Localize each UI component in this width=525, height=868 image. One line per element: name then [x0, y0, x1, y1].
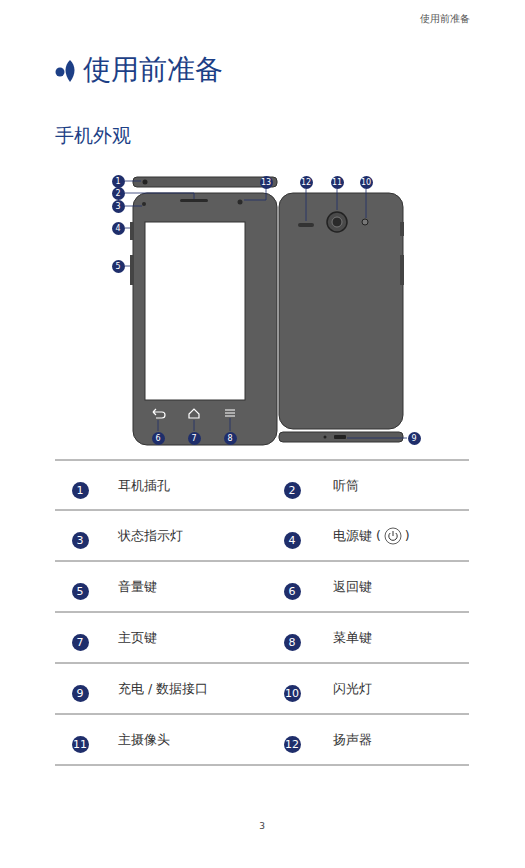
callout-number: 11	[331, 176, 344, 189]
leader-lines	[125, 181, 407, 438]
table-number: 7	[72, 634, 89, 651]
phone-bottom-view	[279, 432, 403, 442]
side-key	[400, 222, 404, 236]
flash	[362, 219, 368, 225]
microphone	[324, 436, 327, 439]
table-rules	[55, 460, 469, 765]
callout-number: 1	[112, 175, 125, 188]
usb-port	[334, 435, 346, 439]
table-number: 4	[284, 532, 301, 549]
table-cell: 状态指示灯	[118, 528, 183, 543]
status-light	[142, 202, 146, 206]
phone-front	[133, 193, 277, 445]
side-key	[400, 255, 404, 285]
page-title: 使用前准备	[83, 53, 223, 87]
main-camera	[327, 212, 347, 232]
earpiece	[180, 199, 208, 202]
title-icon	[66, 60, 75, 82]
table-number: 8	[284, 634, 301, 651]
table-cell: )	[405, 528, 410, 543]
callout-number: 7	[188, 432, 201, 445]
callout-number: 3	[112, 200, 125, 213]
callout-number: 6	[152, 432, 165, 445]
table-cell: 主页键	[118, 630, 157, 645]
table-number: 5	[72, 583, 89, 600]
table-number: 9	[72, 685, 89, 702]
callout-number: 2	[112, 187, 125, 200]
main-camera-lens	[332, 217, 342, 227]
callout-number: 8	[224, 432, 237, 445]
table-number: 2	[284, 482, 301, 499]
page-number: 3	[259, 821, 265, 832]
table-number: 11	[72, 736, 89, 753]
callout-number: 10	[360, 176, 373, 189]
front-camera	[238, 200, 243, 205]
table-cell: 闪光灯	[333, 681, 372, 696]
speaker	[298, 223, 314, 227]
phone-back	[279, 193, 403, 429]
table-cell: 听筒	[333, 478, 359, 493]
title-icon	[56, 68, 65, 77]
home-key	[189, 409, 199, 418]
table-cell: 菜单键	[333, 630, 372, 645]
callout-number: 13	[260, 176, 273, 189]
table-number: 3	[72, 532, 89, 549]
callout-number: 12	[300, 176, 313, 189]
table-number: 10	[284, 685, 301, 702]
power-icon	[384, 527, 402, 545]
table-cell: 扬声器	[333, 732, 372, 747]
table-number: 12	[284, 736, 301, 753]
table-number: 6	[284, 583, 301, 600]
table-cell: 充电 / 数据接口	[118, 681, 208, 696]
back-key	[153, 409, 165, 418]
running-header: 使用前准备	[420, 13, 470, 25]
table-cell: 耳机插孔	[118, 478, 170, 493]
menu-key	[225, 410, 235, 416]
table-cell: 音量键	[118, 579, 157, 594]
table-cell: 电源键 (	[333, 528, 381, 543]
table-cell: 返回键	[333, 579, 372, 594]
power-key	[130, 222, 134, 240]
screen	[145, 222, 245, 400]
phone-top-view	[133, 177, 277, 187]
table-number: 1	[72, 482, 89, 499]
callout-number: 5	[112, 260, 125, 273]
headset-jack	[143, 180, 148, 185]
table-cell: 主摄像头	[118, 732, 170, 747]
section-heading: 手机外观	[55, 124, 131, 147]
volume-key	[130, 255, 134, 285]
callout-number: 9	[408, 432, 421, 445]
callout-number: 4	[112, 222, 125, 235]
